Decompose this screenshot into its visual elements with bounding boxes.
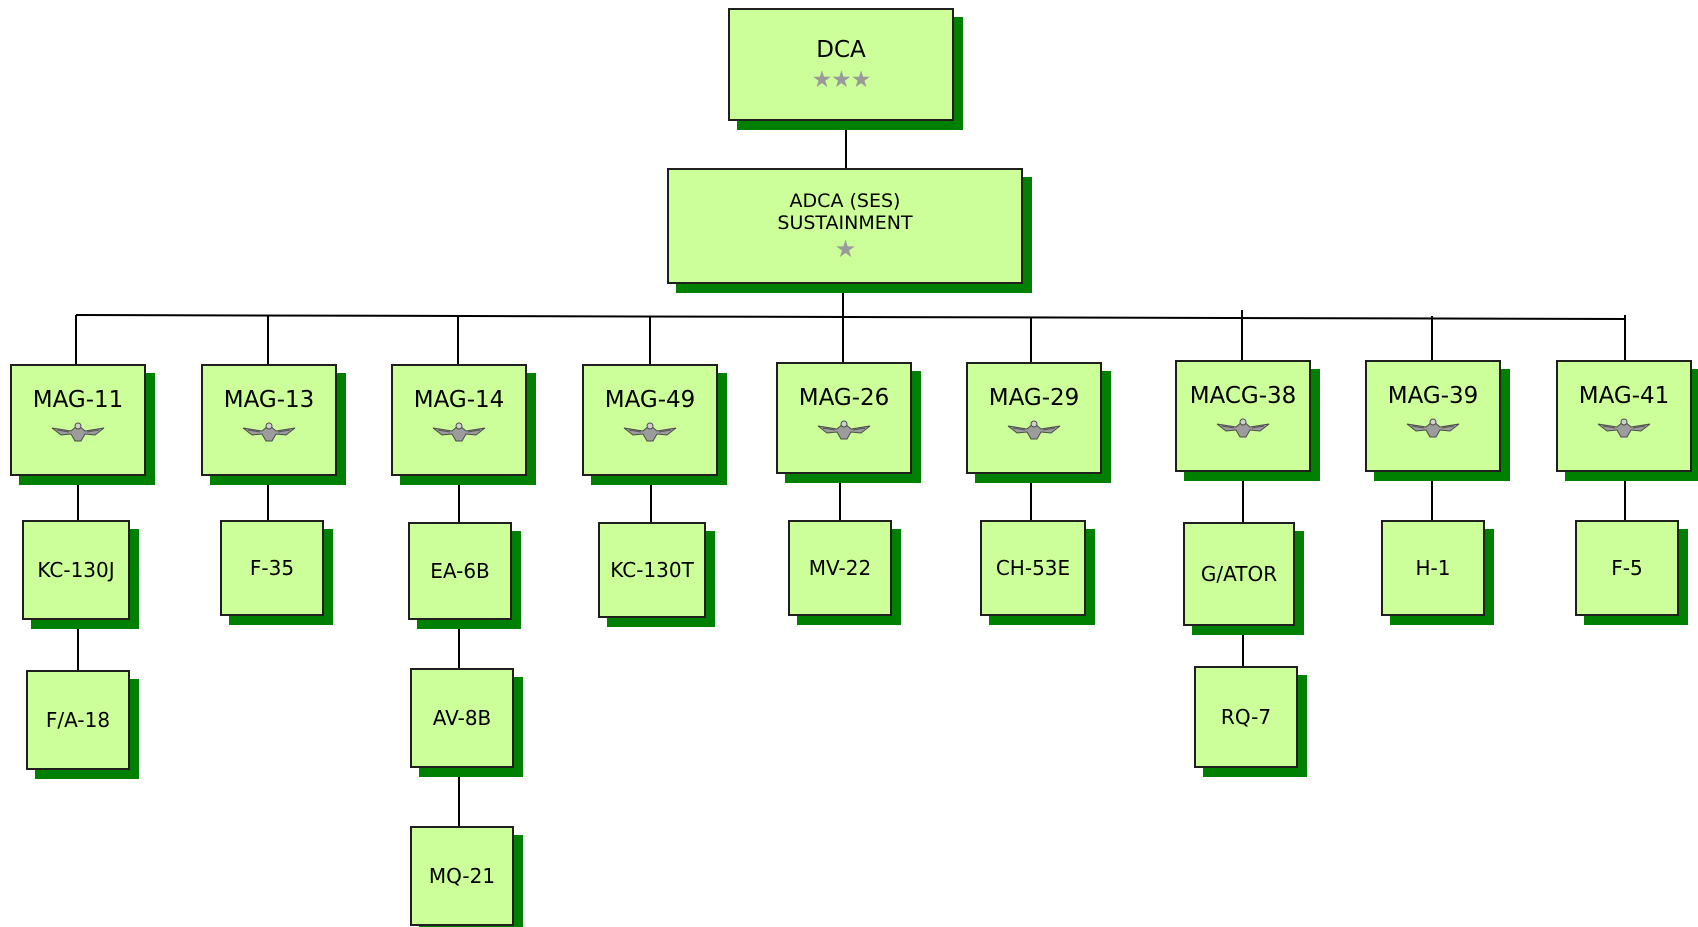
- node-aircraft-rq-7: RQ-7: [1194, 666, 1298, 768]
- node-label: AV-8B: [432, 705, 492, 730]
- eagle-insignia-icon: [1406, 417, 1460, 443]
- node-label: G/ATOR: [1200, 561, 1278, 586]
- eagle-insignia-icon: [623, 421, 677, 447]
- node-label-line1: ADCA (SES): [789, 190, 901, 213]
- node-label: H-1: [1415, 555, 1451, 580]
- node-aircraft-ea-6b: EA-6B: [408, 522, 512, 620]
- node-label: MQ-21: [428, 863, 496, 888]
- node-mag-11: MAG-11: [10, 364, 146, 476]
- node-label: F-5: [1611, 555, 1643, 580]
- node-label: MAG-41: [1578, 383, 1670, 409]
- node-mag-49: MAG-49: [582, 364, 718, 476]
- node-label: MAG-29: [988, 385, 1080, 411]
- node-mag-29: MAG-29: [966, 362, 1102, 474]
- eagle-insignia-icon: [1007, 419, 1061, 445]
- node-label: F-35: [249, 555, 295, 580]
- node-label: RQ-7: [1220, 704, 1272, 729]
- one-star-icon: ★: [834, 234, 856, 263]
- node-aircraft-f-5: F-5: [1575, 520, 1679, 616]
- node-adca-sustainment: ADCA (SES) SUSTAINMENT ★: [667, 168, 1023, 284]
- node-mag-14: MAG-14: [391, 364, 527, 476]
- node-aircraft-mq-21: MQ-21: [410, 826, 514, 926]
- node-dca: DCA ★★★: [728, 8, 954, 121]
- connector-bus: [75, 314, 1626, 320]
- node-label: MAG-14: [413, 387, 505, 413]
- node-label: EA-6B: [430, 558, 490, 583]
- three-star-icon: ★★★: [811, 67, 872, 94]
- node-label: MAG-39: [1387, 383, 1479, 409]
- node-aircraft-h-1: H-1: [1381, 520, 1485, 616]
- node-macg-38: MACG-38: [1175, 360, 1311, 472]
- node-label-line2: SUSTAINMENT: [777, 212, 913, 234]
- eagle-insignia-icon: [242, 421, 296, 447]
- node-aircraft-kc-130j: KC-130J: [22, 520, 130, 620]
- node-mag-39: MAG-39: [1365, 360, 1501, 472]
- node-label: KC-130J: [37, 557, 115, 582]
- node-mag-41: MAG-41: [1556, 360, 1692, 472]
- node-label: CH-53E: [995, 555, 1071, 580]
- node-aircraft-g-ator: G/ATOR: [1183, 522, 1295, 626]
- node-aircraft-ch-53e: CH-53E: [980, 520, 1086, 616]
- eagle-insignia-icon: [432, 421, 486, 447]
- node-label: MAG-26: [798, 385, 890, 411]
- node-aircraft-kc-130t: KC-130T: [598, 522, 706, 618]
- node-aircraft-mv-22: MV-22: [788, 520, 892, 616]
- node-aircraft-f-35: F-35: [220, 520, 324, 616]
- node-label: DCA: [816, 36, 866, 63]
- eagle-insignia-icon: [1597, 417, 1651, 443]
- node-mag-26: MAG-26: [776, 362, 912, 474]
- node-aircraft-f-a-18: F/A-18: [26, 670, 130, 770]
- node-label: KC-130T: [610, 557, 694, 582]
- node-label: MV-22: [808, 555, 872, 580]
- node-mag-13: MAG-13: [201, 364, 337, 476]
- eagle-insignia-icon: [817, 419, 871, 445]
- node-label: F/A-18: [45, 707, 111, 732]
- eagle-insignia-icon: [51, 421, 105, 447]
- node-label: MAG-49: [604, 387, 696, 413]
- node-label: MACG-38: [1189, 383, 1297, 409]
- node-label: MAG-13: [223, 387, 315, 413]
- eagle-insignia-icon: [1216, 417, 1270, 443]
- node-aircraft-av-8b: AV-8B: [410, 668, 514, 768]
- node-label: MAG-11: [32, 387, 124, 413]
